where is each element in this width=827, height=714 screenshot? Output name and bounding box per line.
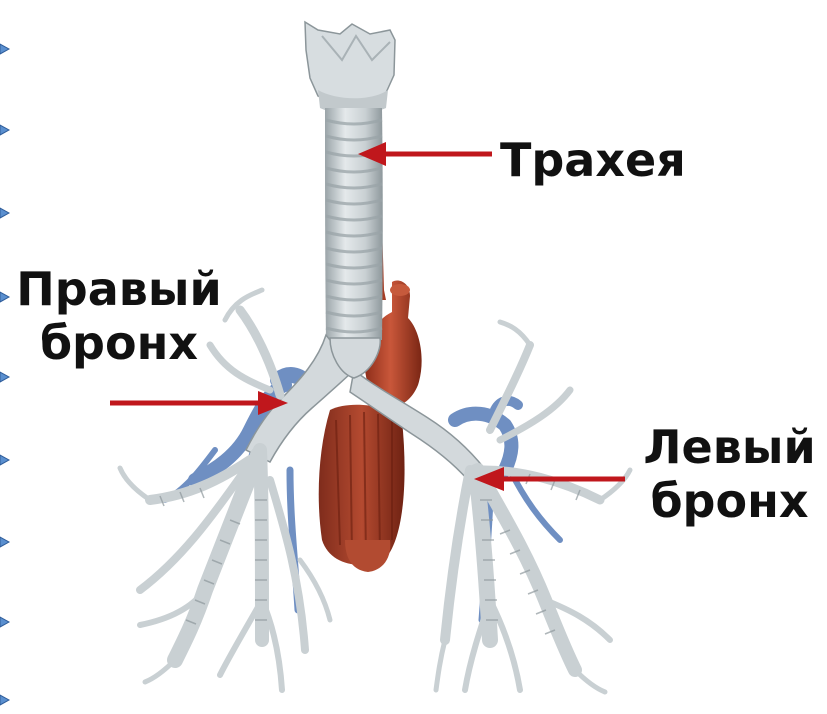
arrow-to-left-bronchus (474, 467, 625, 491)
arrow-to-right-bronchus (110, 391, 288, 415)
bullet-markers (0, 44, 9, 705)
trachea (325, 108, 383, 340)
right-bronchus-label-line1: Правый (4, 262, 234, 316)
left-bronchus-label-line2: бронх (632, 474, 827, 528)
right-bronchus-label-line2: бронх (4, 316, 234, 370)
arrow-to-trachea (358, 142, 492, 166)
trachea-label: Трахея (500, 133, 686, 187)
left-bronchus-label-line1: Левый (632, 420, 827, 474)
left-bronchus-label: Левый бронх (632, 420, 827, 528)
larynx (305, 22, 395, 114)
right-bronchus-label: Правый бронх (4, 262, 234, 370)
